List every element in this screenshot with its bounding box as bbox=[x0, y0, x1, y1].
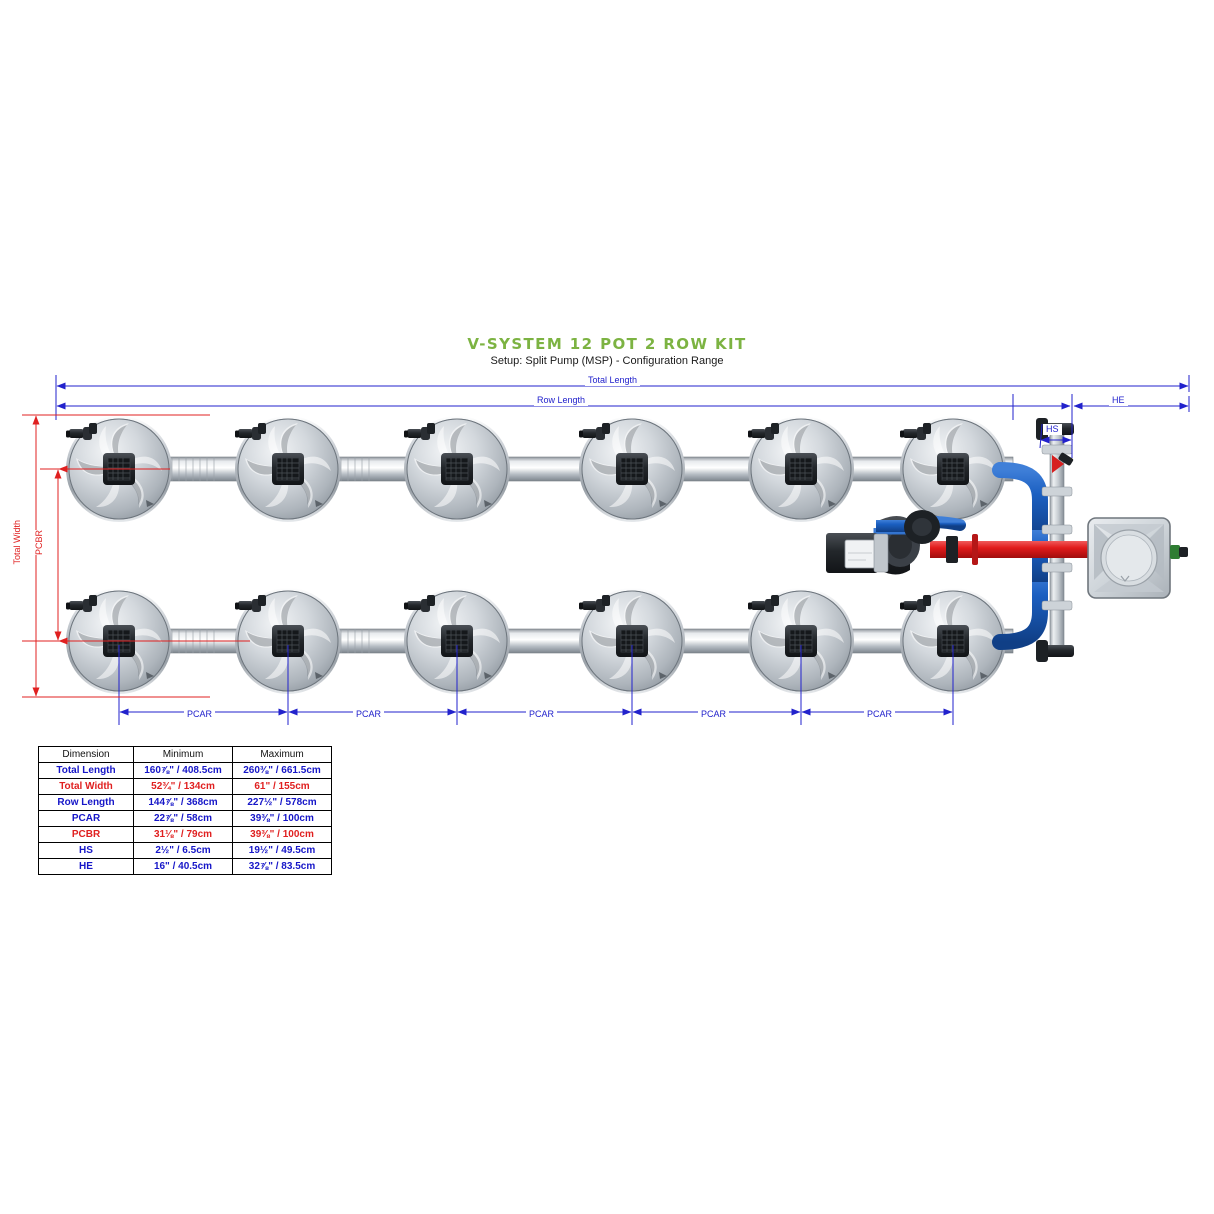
row-min: 2½" / 6.5cm bbox=[133, 842, 233, 859]
col-header-dimension: Dimension bbox=[38, 746, 134, 763]
red-dimension-lines bbox=[22, 414, 250, 698]
row-label: Row Length bbox=[38, 794, 134, 811]
row-label: HS bbox=[38, 842, 134, 859]
row-min: 52¾" / 134cm bbox=[133, 778, 233, 795]
row-max: 39⅜" / 100cm bbox=[232, 810, 332, 827]
row-label: Total Width bbox=[38, 778, 134, 795]
pcar-label: PCAR bbox=[353, 709, 385, 720]
table-row: Total Length 160⅞" / 408.5cm 260⅜" / 661… bbox=[38, 762, 332, 779]
table-row: Row Length 144⅞" / 368cm 227½" / 578cm bbox=[38, 794, 332, 811]
pcar-label: PCAR bbox=[526, 709, 558, 720]
he-label: HE bbox=[1109, 395, 1128, 406]
col-header-minimum: Minimum bbox=[133, 746, 233, 763]
table-row: Total Width 52¾" / 134cm 61" / 155cm bbox=[38, 778, 332, 795]
table-row: HS 2½" / 6.5cm 19½" / 49.5cm bbox=[38, 842, 332, 859]
table-row: PCAR 22⅞" / 58cm 39⅜" / 100cm bbox=[38, 810, 332, 827]
total-length-label: Total Length bbox=[585, 375, 641, 386]
row-max: 19½" / 49.5cm bbox=[232, 842, 332, 859]
pump-display bbox=[844, 539, 876, 569]
split-pump-assembly bbox=[826, 510, 1088, 575]
page-title: V-SYSTEM 12 POT 2 ROW KIT bbox=[467, 335, 747, 353]
pcar-label: PCAR bbox=[864, 709, 896, 720]
valve-icon bbox=[1052, 452, 1074, 473]
col-header-maximum: Maximum bbox=[232, 746, 332, 763]
table-row: HE 16" / 40.5cm 32⅞" / 83.5cm bbox=[38, 858, 332, 875]
row-max: 32⅞" / 83.5cm bbox=[232, 858, 332, 875]
red-feed-pipe bbox=[930, 541, 1088, 558]
row-min: 160⅞" / 408.5cm bbox=[133, 762, 233, 779]
diagram-title-block: V-SYSTEM 12 POT 2 ROW KIT Setup: Split P… bbox=[0, 336, 1214, 369]
row-label: HE bbox=[38, 858, 134, 875]
row-max: 61" / 155cm bbox=[232, 778, 332, 795]
row-min: 16" / 40.5cm bbox=[133, 858, 233, 875]
table-header-row: Dimension Minimum Maximum bbox=[38, 746, 332, 763]
hs-label: HS bbox=[1043, 424, 1062, 435]
row-label: PCAR bbox=[38, 810, 134, 827]
table-row: PCBR 31⅛" / 79cm 39⅜" / 100cm bbox=[38, 826, 332, 843]
row-min: 31⅛" / 79cm bbox=[133, 826, 233, 843]
pcbr-label: PCBR bbox=[32, 530, 47, 556]
row-length-label: Row Length bbox=[534, 395, 589, 406]
row-min: 22⅞" / 58cm bbox=[133, 810, 233, 827]
reservoir-tank bbox=[1087, 517, 1188, 599]
row-label: Total Length bbox=[38, 762, 134, 779]
dimension-table: Dimension Minimum Maximum Total Length 1… bbox=[38, 746, 332, 875]
pcar-label: PCAR bbox=[184, 709, 216, 720]
table-body: Total Length 160⅞" / 408.5cm 260⅜" / 661… bbox=[38, 762, 332, 875]
pcar-label: PCAR bbox=[698, 709, 730, 720]
total-width-label: Total Width bbox=[10, 520, 25, 565]
row-max: 227½" / 578cm bbox=[232, 794, 332, 811]
row-max: 39⅜" / 100cm bbox=[232, 826, 332, 843]
blue-pipework bbox=[992, 418, 1074, 662]
row-label: PCBR bbox=[38, 826, 134, 843]
row-max: 260⅜" / 661.5cm bbox=[232, 762, 332, 779]
page-subtitle: Setup: Split Pump (MSP) - Configuration … bbox=[490, 355, 724, 367]
row-min: 144⅞" / 368cm bbox=[133, 794, 233, 811]
